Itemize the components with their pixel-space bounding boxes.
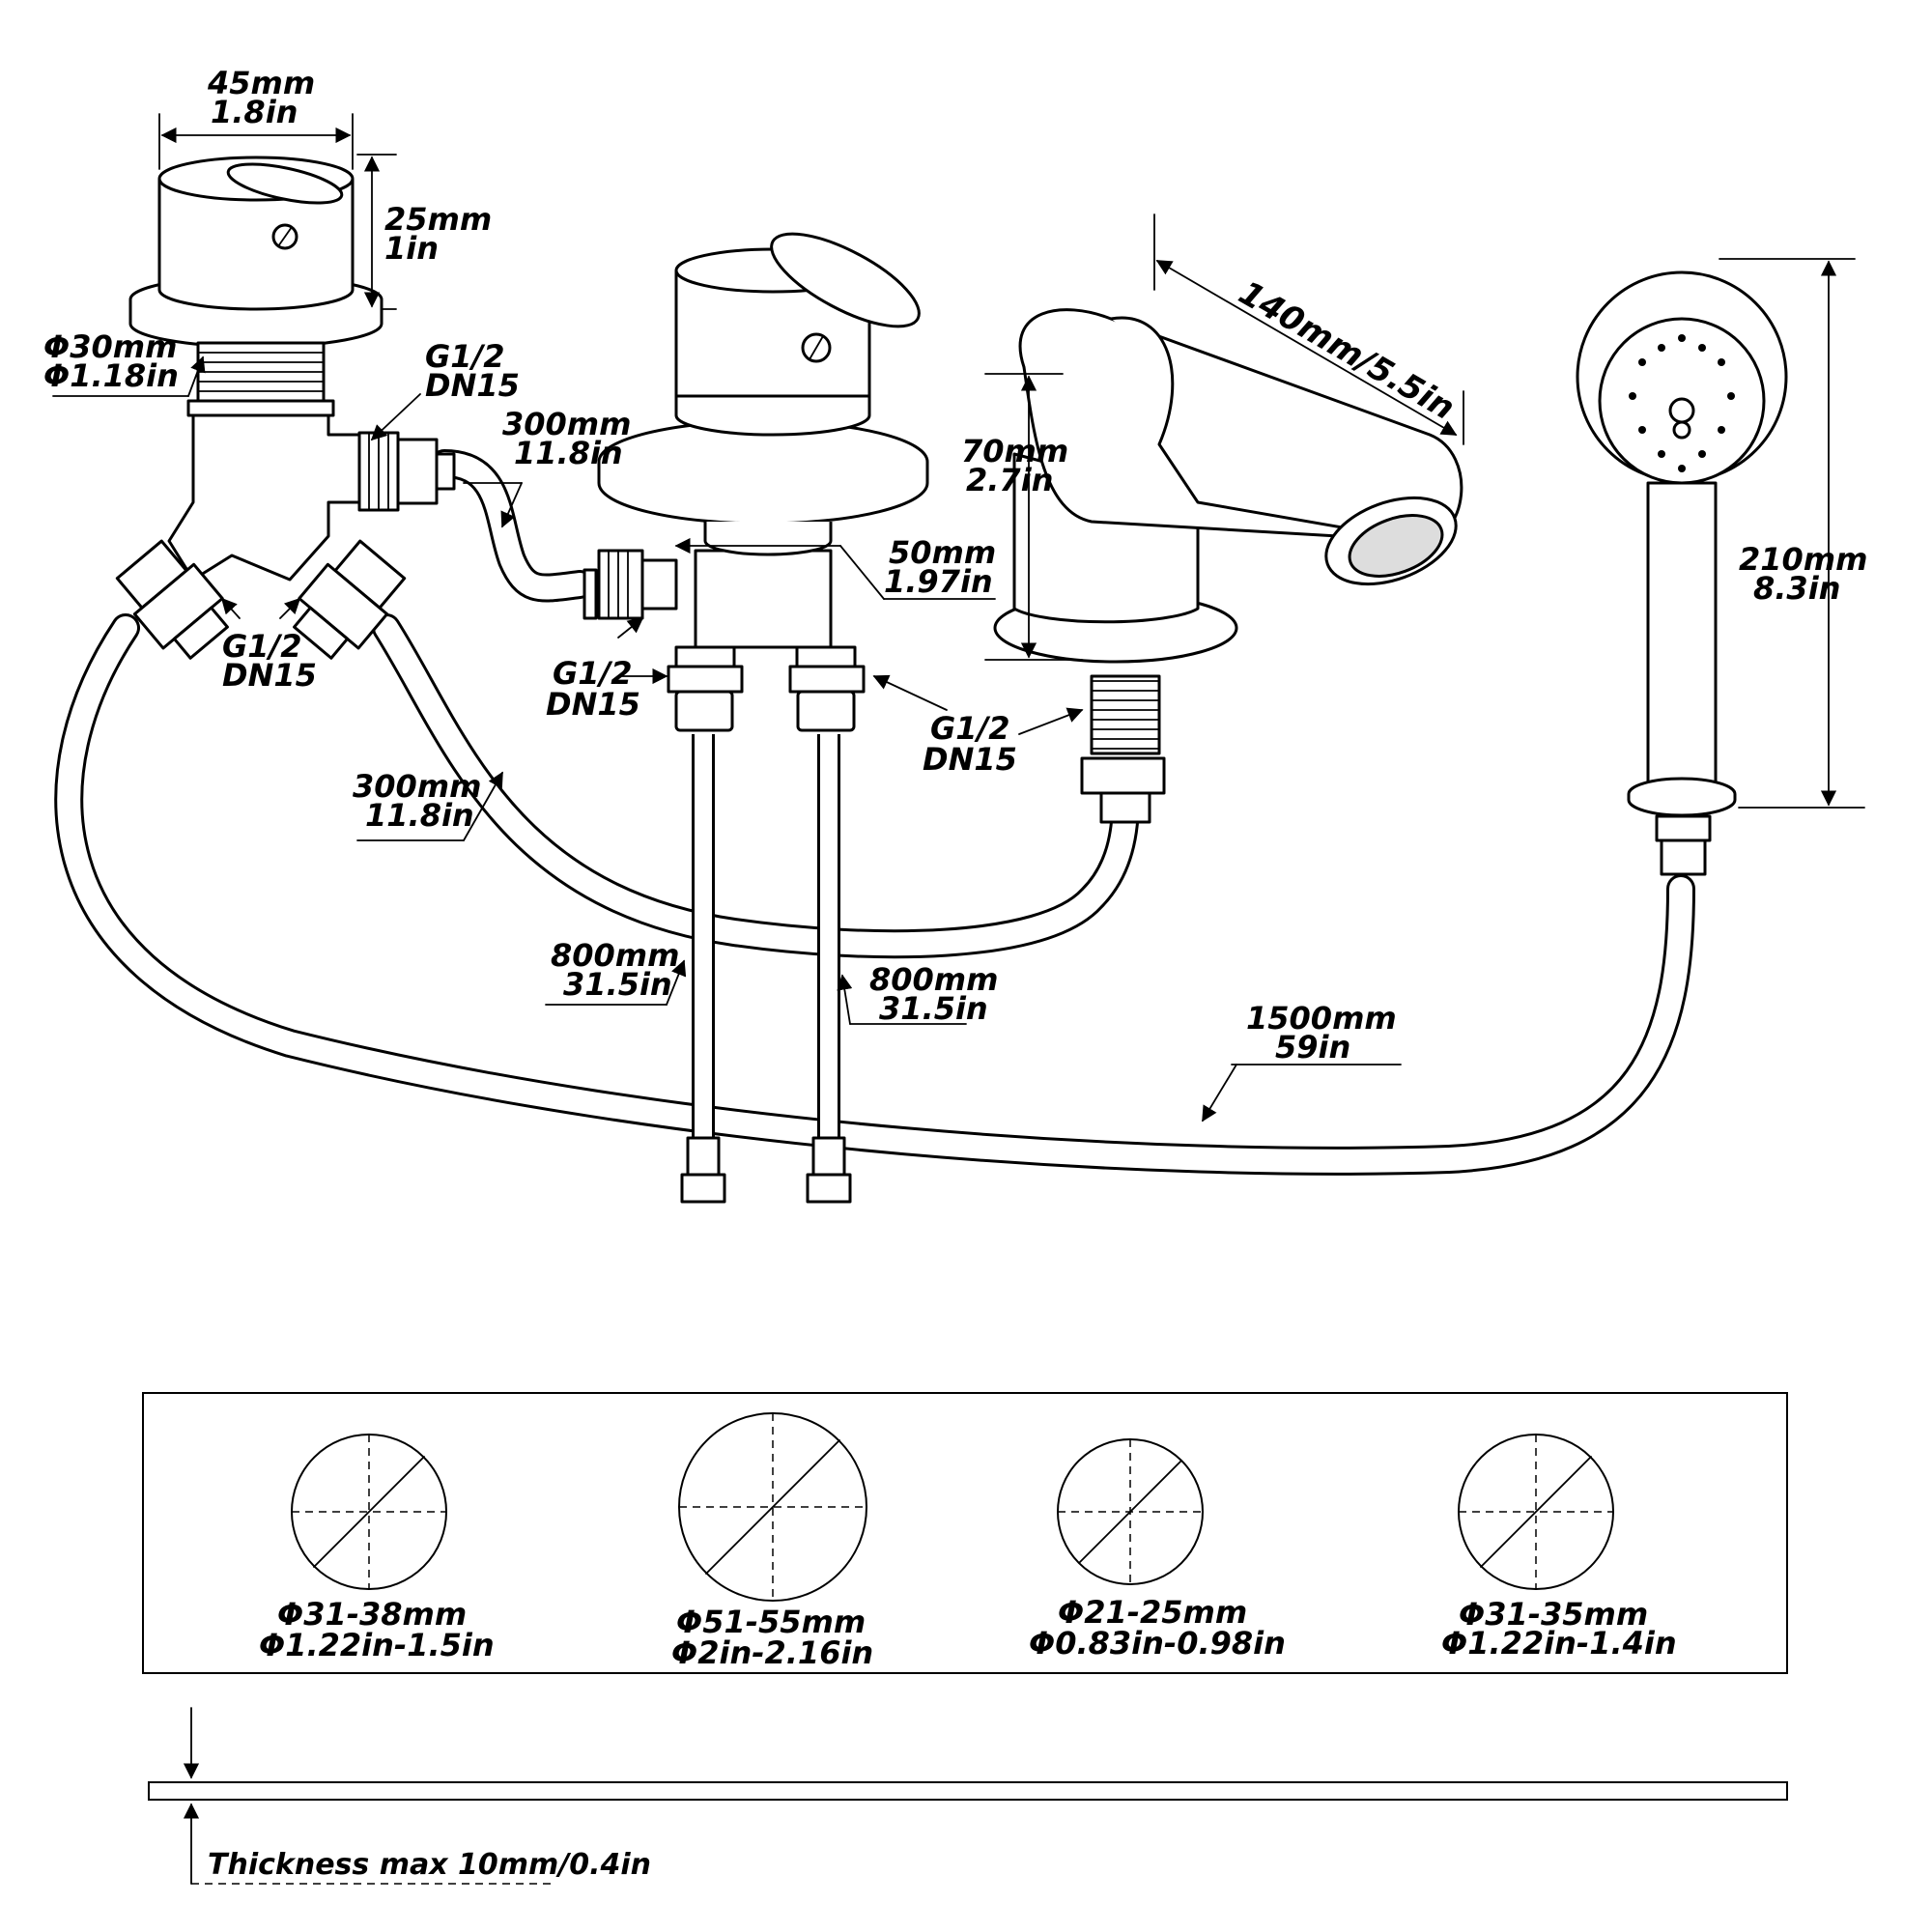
connector-hose-valve (430, 449, 594, 603)
thread-lower-dn: DN15 (222, 657, 317, 694)
supply-hose-2-in: 31.5in (879, 990, 988, 1027)
supply-thread-dn: DN15 (923, 741, 1017, 778)
short-hose-left-mm: 300mm (353, 768, 481, 805)
dimension-lines (52, 113, 1865, 1122)
shower-height-mm: 210mm (1739, 541, 1867, 578)
hole-1-in: Φ1.22in-1.5in (259, 1627, 495, 1663)
hand-shower (1576, 270, 1788, 876)
supply-hose-1-mm: 800mm (551, 937, 679, 974)
hole-1: Φ31-38mm Φ1.22in-1.5in (259, 1434, 495, 1663)
handle-height-in: 1in (384, 230, 439, 267)
hole-panel (142, 1392, 1788, 1674)
hole-3-in: Φ0.83in-0.98in (1029, 1625, 1286, 1662)
supply-hoses (680, 734, 852, 1204)
spout-height-in: 2.7in (966, 462, 1053, 498)
supply-thread-g: G1/2 (930, 710, 1009, 747)
hole-2-mm: Φ51-55mm (676, 1604, 866, 1640)
base-diameter-in: Φ1.18in (43, 357, 179, 394)
thread-right-g: G1/2 (425, 338, 504, 375)
valve-thread-g: G1/2 (553, 655, 632, 692)
valve-base-in: 1.97in (884, 563, 993, 600)
hole-4-in: Φ1.22in-1.4in (1441, 1625, 1677, 1662)
mixer-valve (582, 232, 929, 732)
shower-hose-mm: 1500mm (1246, 1000, 1397, 1037)
short-hose-left-in: 11.8in (365, 797, 474, 834)
spout-height-mm: 70mm (961, 433, 1068, 469)
short-hose-top-in: 11.8in (514, 435, 623, 471)
diverter-valve (115, 156, 456, 660)
shower-hose (54, 613, 1695, 1176)
thickness-label: Thickness max 10mm/0.4in (208, 1848, 651, 1882)
hole-2-in: Φ2in-2.16in (671, 1634, 873, 1671)
valve-base-mm: 50mm (889, 534, 996, 571)
thread-lower-g: G1/2 (222, 628, 301, 665)
hole-3: Φ21-25mm Φ0.83in-0.98in (1029, 1438, 1286, 1662)
handle-height-mm: 25mm (384, 201, 492, 238)
hole-2: Φ51-55mm Φ2in-2.16in (671, 1412, 873, 1671)
dimension-labels: 45mm 1.8in 25mm 1in Φ30mm Φ1.18in G1/2 D… (43, 65, 1867, 1065)
short-hose-top-mm: 300mm (502, 406, 631, 442)
hole-1-mm: Φ31-38mm (277, 1596, 467, 1633)
thickness-indicator: Thickness max 10mm/0.4in (148, 1707, 1788, 1885)
handle-width-in: 1.8in (211, 94, 298, 130)
hole-3-mm: Φ21-25mm (1058, 1594, 1247, 1631)
valve-thread-dn: DN15 (546, 686, 640, 723)
shower-height-in: 8.3in (1753, 570, 1840, 607)
hole-4: Φ31-35mm Φ1.22in-1.4in (1441, 1434, 1677, 1662)
base-diameter-mm: Φ30mm (43, 328, 177, 365)
hole-4-mm: Φ31-35mm (1459, 1596, 1648, 1633)
connector-hose-spout (372, 613, 1140, 959)
handle-width-mm: 45mm (207, 65, 315, 101)
shower-hose-in: 59in (1275, 1029, 1350, 1065)
supply-hose-1-in: 31.5in (563, 966, 672, 1003)
supply-hose-2-mm: 800mm (869, 961, 998, 998)
thread-right-dn: DN15 (425, 367, 520, 404)
